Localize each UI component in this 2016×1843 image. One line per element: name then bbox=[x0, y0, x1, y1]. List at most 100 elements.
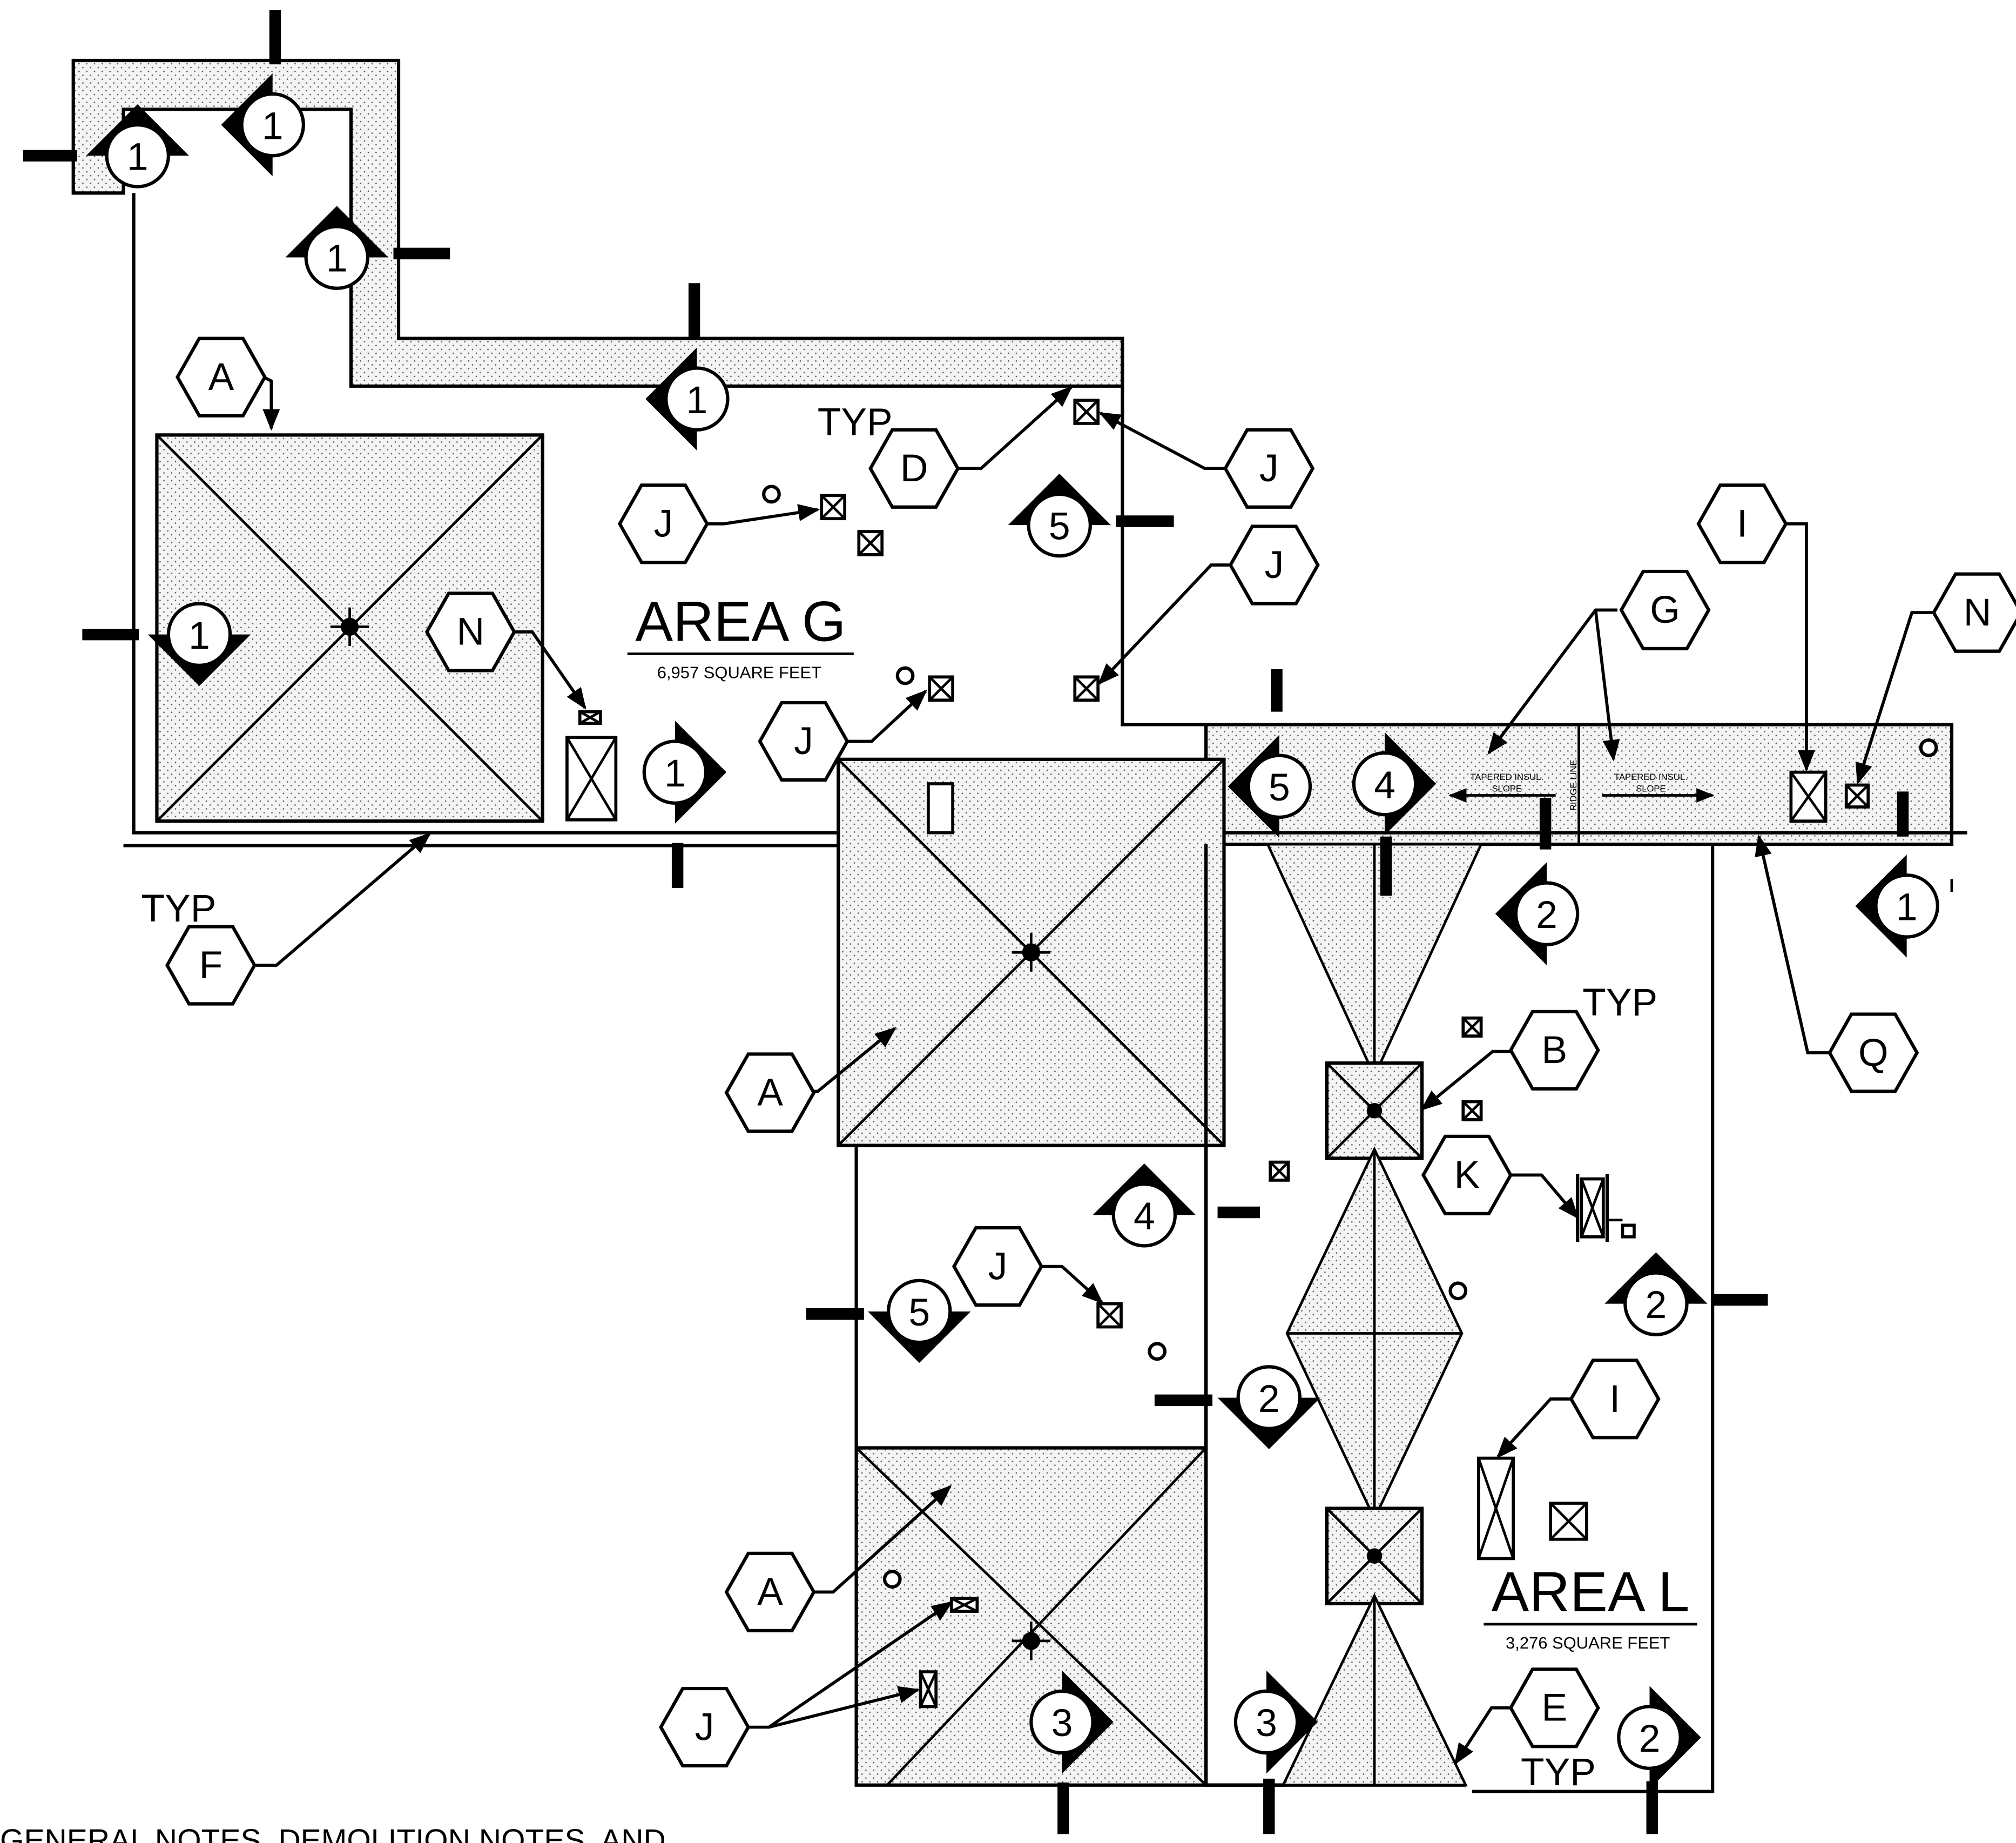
keynote-hexagon bbox=[1569, 1358, 1661, 1440]
section-marker-1: 1 bbox=[285, 206, 450, 290]
vent-icon bbox=[1096, 1302, 1123, 1329]
tapered-slope-sublabel-left: SLOPE bbox=[1492, 783, 1522, 793]
section-number: 5 bbox=[1269, 766, 1290, 809]
section-number: 4 bbox=[1134, 1194, 1155, 1237]
keynote-label: J bbox=[654, 502, 673, 546]
section-marker-2: 2 bbox=[1495, 798, 1580, 966]
area-l-square-feet: 3,276 SQUARE FEET bbox=[1506, 1633, 1670, 1652]
keynote-hexagon bbox=[1696, 483, 1788, 564]
vent-icon bbox=[928, 675, 954, 702]
keynote-hexagon bbox=[1223, 428, 1315, 509]
area-l-title: AREA L bbox=[1492, 1561, 1690, 1624]
section-bubble bbox=[664, 366, 730, 432]
keynote-hexagon bbox=[1619, 569, 1711, 650]
keynote-tag-n: N bbox=[1932, 572, 2016, 653]
vent-icon bbox=[820, 494, 847, 521]
vent-icon bbox=[857, 530, 884, 556]
tapered-insulation-notes: TAPERED INSUL. SLOPE TAPERED INSUL. SLOP… bbox=[1448, 760, 1715, 811]
keynote-tag-e: E bbox=[1508, 1667, 1600, 1748]
keynote-tag-n: N bbox=[424, 591, 516, 672]
section-marker-1: 1 bbox=[82, 602, 251, 686]
vent-icon bbox=[1073, 675, 1100, 702]
keynote-leaders bbox=[255, 375, 1934, 1765]
keynote-hexagon bbox=[659, 1686, 751, 1768]
keynote-label: I bbox=[1737, 502, 1748, 546]
keynote-hexagon bbox=[724, 1551, 816, 1632]
section-number: 1 bbox=[326, 237, 348, 280]
section-number: 4 bbox=[1374, 763, 1395, 806]
vent-icon bbox=[919, 1670, 938, 1709]
section-marker-1: 1 bbox=[221, 10, 305, 177]
pipe-penetration-icon bbox=[882, 1570, 902, 1589]
keynote-tag-k: K bbox=[1421, 1134, 1513, 1215]
area-g-parapet-band bbox=[71, 58, 1124, 388]
keynote-tag-i: I bbox=[1569, 1358, 1661, 1440]
keynote-label: J bbox=[1264, 543, 1284, 587]
area-g-square-feet: 6,957 SQUARE FEET bbox=[657, 663, 821, 682]
keynote-label: N bbox=[457, 610, 485, 654]
section-number: 2 bbox=[1646, 1283, 1667, 1327]
section-marker-2: 2 bbox=[1604, 1252, 1768, 1336]
vent-icon bbox=[1844, 783, 1870, 809]
keynote-label: B bbox=[1541, 1028, 1567, 1072]
section-bubble bbox=[1514, 881, 1580, 946]
keynote-tag-a: A bbox=[724, 1551, 816, 1632]
keynote-label: Q bbox=[1858, 1031, 1889, 1074]
keynote-label: A bbox=[757, 1570, 783, 1613]
exhaust-fan-icon bbox=[578, 710, 602, 725]
typ-label: TYP bbox=[141, 887, 216, 930]
general-notes-heading: GENERAL NOTES, DEMOLITION NOTES, AND bbox=[0, 1823, 666, 1843]
keynote-hexagon bbox=[1228, 524, 1320, 606]
keynote-hexagon bbox=[1932, 572, 2016, 653]
section-number: 1 bbox=[686, 379, 708, 422]
area-labels: AREA G 6,957 SQUARE FEET AREA L 3,276 SQ… bbox=[627, 590, 1697, 1652]
keynote-hexagon bbox=[165, 925, 257, 1006]
section-bubble bbox=[166, 602, 232, 667]
section-marker-1: 1 bbox=[1855, 791, 1939, 958]
vent-icon bbox=[949, 1597, 979, 1613]
keynote-hexagon bbox=[724, 1052, 816, 1133]
section-bubble bbox=[1029, 1689, 1095, 1755]
pipe-penetration-icon bbox=[895, 666, 915, 685]
section-marker-5: 5 bbox=[1008, 473, 1174, 558]
area-g-wall-outline bbox=[132, 193, 841, 835]
keynote-tag-j: J bbox=[952, 1226, 1043, 1307]
keynote-tag-i: I bbox=[1696, 483, 1788, 564]
vent-icon bbox=[1461, 1016, 1483, 1038]
section-number: 2 bbox=[1258, 1377, 1280, 1421]
section-number: 3 bbox=[1256, 1701, 1277, 1745]
keynote-label: E bbox=[1541, 1686, 1567, 1730]
section-number: 3 bbox=[1051, 1701, 1073, 1745]
section-number: 5 bbox=[1049, 505, 1070, 548]
keynote-tag-j: J bbox=[758, 701, 849, 782]
curb-unit-icon bbox=[1476, 1456, 1515, 1561]
vent-icon bbox=[1549, 1502, 1588, 1541]
section-bubble bbox=[1617, 1705, 1682, 1770]
section-marker-3: 3 bbox=[1029, 1670, 1114, 1834]
section-marker-1: 1 bbox=[23, 104, 189, 189]
pipe-penetration-icon bbox=[1919, 738, 1938, 757]
curb-unit-icon bbox=[565, 736, 618, 822]
section-bubble bbox=[1233, 1689, 1299, 1755]
keynote-tag-f: F bbox=[165, 925, 257, 1006]
keynote-hexagon bbox=[617, 483, 709, 564]
section-bubble bbox=[1246, 754, 1312, 819]
keynote-label: A bbox=[757, 1071, 783, 1114]
section-number: 1 bbox=[1896, 886, 1918, 929]
pipe-penetration-icon bbox=[1148, 1342, 1167, 1361]
typ-labels: TYP TYP TYP TYP bbox=[141, 400, 1657, 1793]
pipe-penetration-icon bbox=[762, 485, 781, 504]
section-marker-1: 1 bbox=[642, 721, 727, 889]
roof-drain-icon bbox=[1366, 1548, 1383, 1564]
keynote-hexagon bbox=[758, 701, 849, 782]
section-number: 1 bbox=[262, 104, 284, 147]
keynote-hexagon bbox=[1421, 1134, 1513, 1215]
section-number: 2 bbox=[1639, 1717, 1661, 1760]
typ-label: TYP bbox=[1582, 981, 1657, 1024]
section-marker-2: 2 bbox=[1154, 1365, 1321, 1449]
roof-drain-icon bbox=[1366, 1102, 1383, 1119]
pipe-penetration-icon bbox=[1448, 1281, 1468, 1301]
section-marker-5: 5 bbox=[806, 1279, 971, 1363]
section-marker-1: 1 bbox=[645, 283, 730, 450]
keynote-hexagon bbox=[952, 1226, 1043, 1307]
